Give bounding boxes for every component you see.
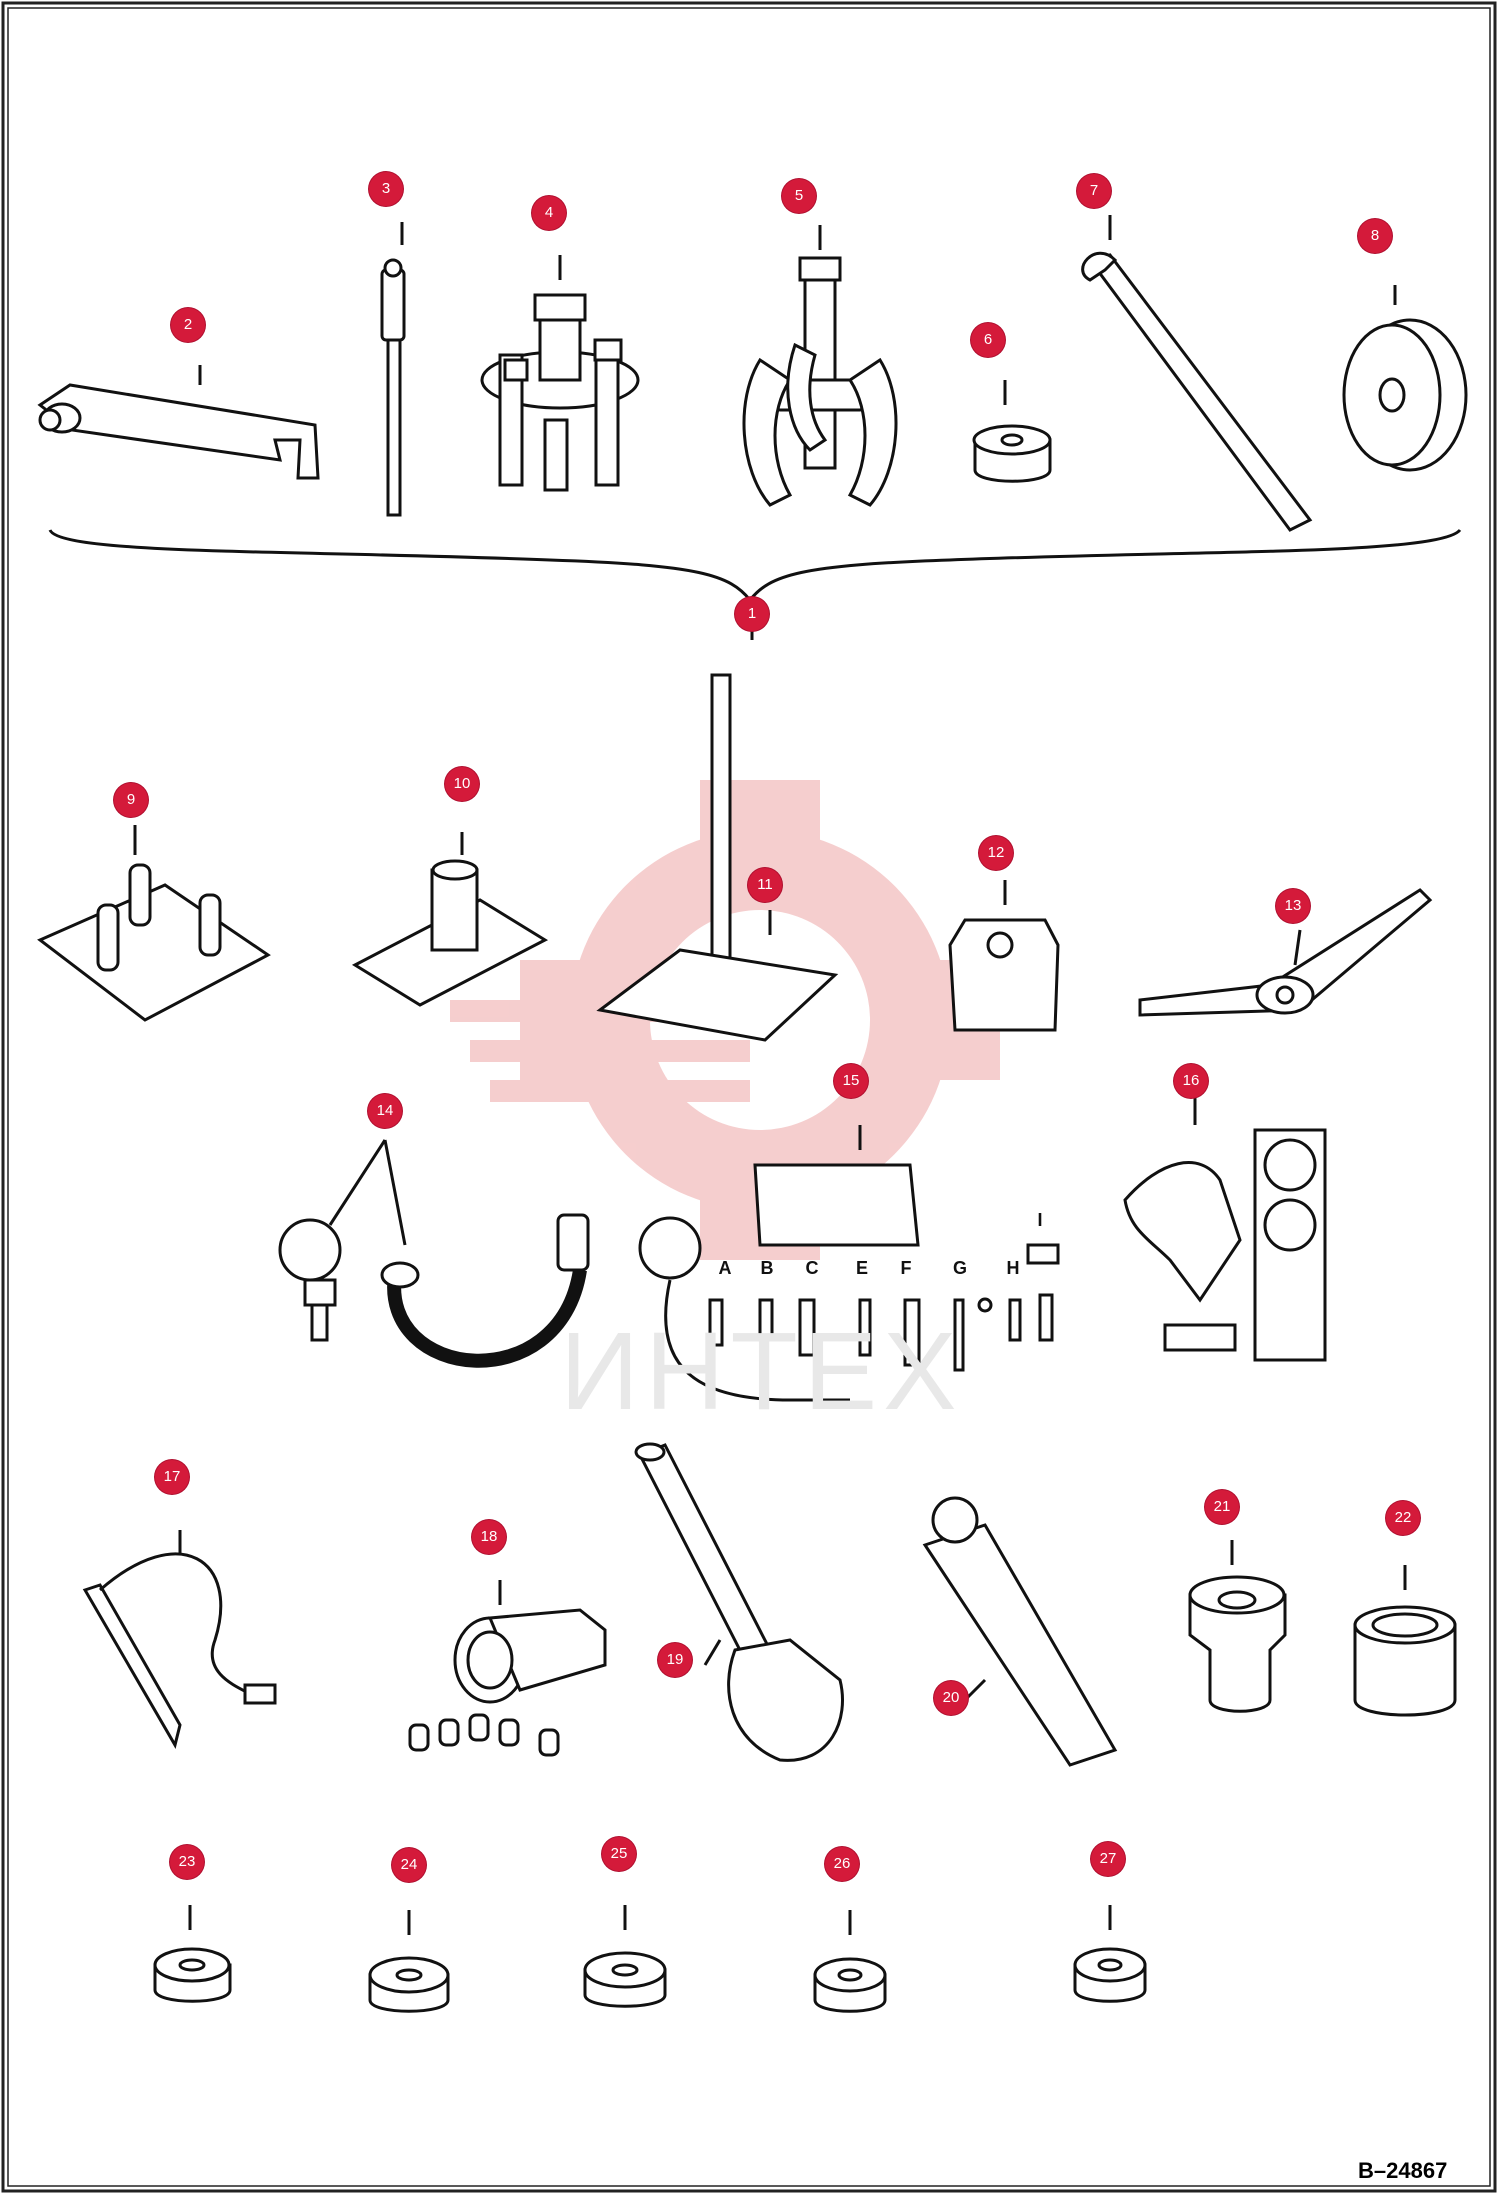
- tool-8-pulley: [1342, 285, 1468, 472]
- adapter-letter-i: I: [1037, 1210, 1043, 1230]
- callout-badge-5[interactable]: 5: [782, 179, 816, 213]
- tool-15-test-kit: [638, 1125, 1060, 1402]
- callout-badge-25[interactable]: 25: [602, 1837, 636, 1871]
- callout-badge-11[interactable]: 11: [748, 868, 782, 902]
- callout-badge-12[interactable]: 12: [979, 836, 1013, 870]
- tool-13-wrench: [1138, 888, 1433, 1017]
- tool-4-puller-plate: [480, 255, 640, 492]
- tool-25-ring: [583, 1905, 667, 2008]
- callout-badge-9[interactable]: 9: [114, 783, 148, 817]
- callout-badge-19[interactable]: 19: [658, 1643, 692, 1677]
- callout-badge-24[interactable]: 24: [392, 1848, 426, 1882]
- adapter-letter-h: H: [1006, 1258, 1020, 1278]
- tool-11-stand: [596, 673, 839, 1042]
- callout-badge-20[interactable]: 20: [934, 1681, 968, 1715]
- callout-badge-10[interactable]: 10: [445, 767, 479, 801]
- callout-badge-22[interactable]: 22: [1386, 1501, 1420, 1535]
- adapter-letter-e: E: [855, 1258, 869, 1278]
- callout-badge-26[interactable]: 26: [825, 1847, 859, 1881]
- callout-badge-15[interactable]: 15: [834, 1064, 868, 1098]
- tool-21-bushing-driver: [1188, 1540, 1287, 1713]
- tool-22-bushing: [1353, 1565, 1457, 1717]
- tool-14-gauge-hose: [278, 1139, 590, 1368]
- callout-badge-2[interactable]: 2: [171, 308, 205, 342]
- adapter-letter-b: B: [760, 1258, 774, 1278]
- callout-badge-17[interactable]: 17: [155, 1460, 189, 1494]
- callout-badge-6[interactable]: 6: [971, 323, 1005, 357]
- tool-17-probe: [82, 1530, 277, 1749]
- tool-2-bar: [37, 365, 320, 480]
- tool-27-ring: [1073, 1905, 1147, 2003]
- callout-badge-27[interactable]: 27: [1091, 1842, 1125, 1876]
- callout-badge-4[interactable]: 4: [532, 196, 566, 230]
- callout-badge-16[interactable]: 16: [1174, 1064, 1208, 1098]
- adapter-letter-f: F: [900, 1258, 912, 1278]
- adapter-letter-a: A: [718, 1258, 732, 1278]
- tool-3-pin: [380, 222, 406, 517]
- callout-badge-14[interactable]: 14: [368, 1094, 402, 1128]
- callout-badge-13[interactable]: 13: [1276, 889, 1310, 923]
- callout-badge-18[interactable]: 18: [472, 1520, 506, 1554]
- tool-24-ring: [368, 1910, 450, 2013]
- callout-badge-7[interactable]: 7: [1077, 174, 1111, 208]
- drawing-number: B–24867: [1358, 2158, 1448, 2183]
- tool-26-ring: [813, 1910, 887, 2013]
- tool-23-ring: [153, 1905, 232, 2003]
- tool-7-wrench: [1081, 215, 1313, 532]
- tool-18-adapter-set: [408, 1580, 607, 1757]
- tool-10-fixture-sleeve: [351, 832, 549, 1007]
- kit-brace: [48, 528, 1462, 603]
- adapter-letter-c: C: [805, 1258, 819, 1278]
- tool-16-tool-in-use: [1123, 1095, 1327, 1362]
- tool-9-fixture-plate: [37, 825, 271, 1022]
- tool-12-socket: [948, 880, 1060, 1032]
- callout-badge-23[interactable]: 23: [170, 1845, 204, 1879]
- tool-19-driver: [634, 1442, 844, 1762]
- callout-badge-21[interactable]: 21: [1205, 1490, 1239, 1524]
- watermark-text: ИНТЕХ: [560, 1310, 963, 1433]
- callout-badge-1[interactable]: 1: [735, 597, 769, 631]
- tool-20-driver: [922, 1496, 1118, 1767]
- tool-6-cup: [972, 380, 1052, 483]
- adapter-letter-g: G: [952, 1258, 968, 1278]
- callout-badge-3[interactable]: 3: [369, 172, 403, 206]
- tool-5-gear-puller: [742, 225, 898, 507]
- callout-badge-8[interactable]: 8: [1358, 219, 1392, 253]
